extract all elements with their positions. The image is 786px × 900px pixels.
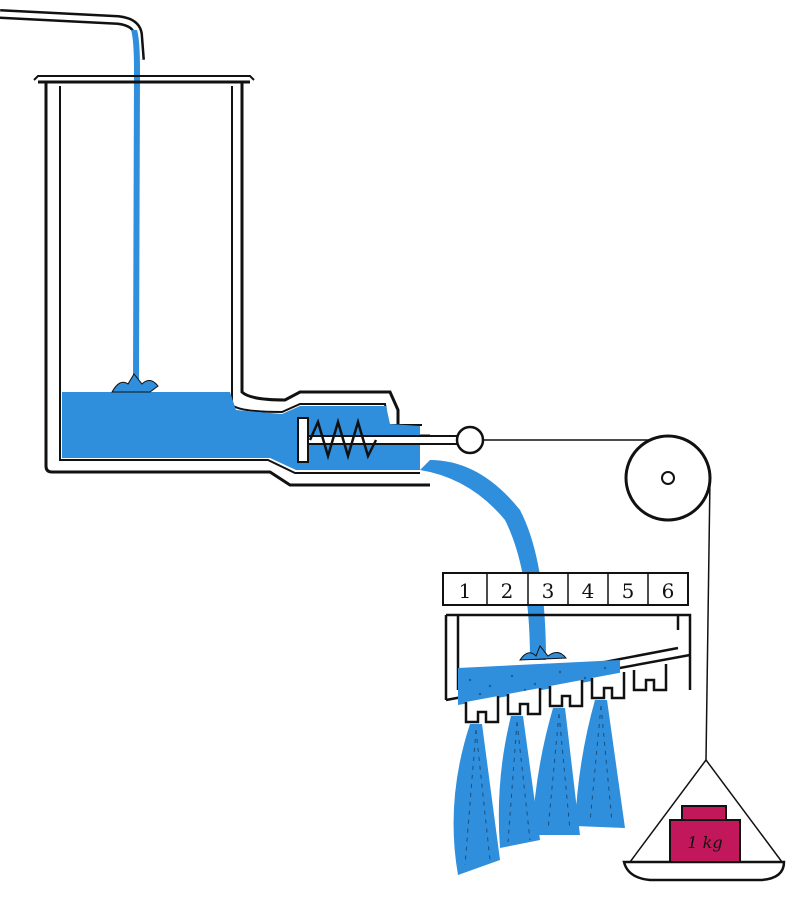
scale-label-4: 4: [582, 579, 595, 603]
spring: [308, 417, 378, 461]
scale-label-2: 2: [501, 579, 514, 603]
inflow-stream: [131, 30, 140, 380]
scale-bar: 1 2 3 4 5 6: [442, 572, 689, 606]
scale-label-3: 3: [542, 579, 555, 603]
valve-piston: [297, 417, 485, 463]
tank-splash: [111, 373, 159, 393]
cable: [483, 439, 783, 863]
spray-jets: [453, 700, 625, 875]
trough-water: [458, 660, 620, 705]
scale-label-6: 6: [662, 579, 675, 603]
rod-end: [455, 425, 485, 455]
weight: 1 kg: [669, 805, 741, 863]
spray-jet-4: [575, 700, 625, 828]
pulley: [624, 434, 712, 522]
scale-label-5: 5: [622, 579, 635, 603]
weight-pan: [622, 860, 786, 882]
weight-label: 1 kg: [687, 833, 722, 852]
spray-jet-2: [498, 716, 540, 848]
supply-pipe: [0, 9, 145, 61]
trough-speckle: [468, 666, 607, 696]
scale-label-1: 1: [459, 579, 472, 603]
outflow-stream: [420, 460, 546, 660]
spray-streaks: [464, 705, 613, 866]
spray-jet-1: [453, 724, 500, 875]
trough-splash: [519, 645, 568, 661]
spray-jet-3: [532, 708, 580, 835]
trough-outlets: [464, 664, 668, 724]
